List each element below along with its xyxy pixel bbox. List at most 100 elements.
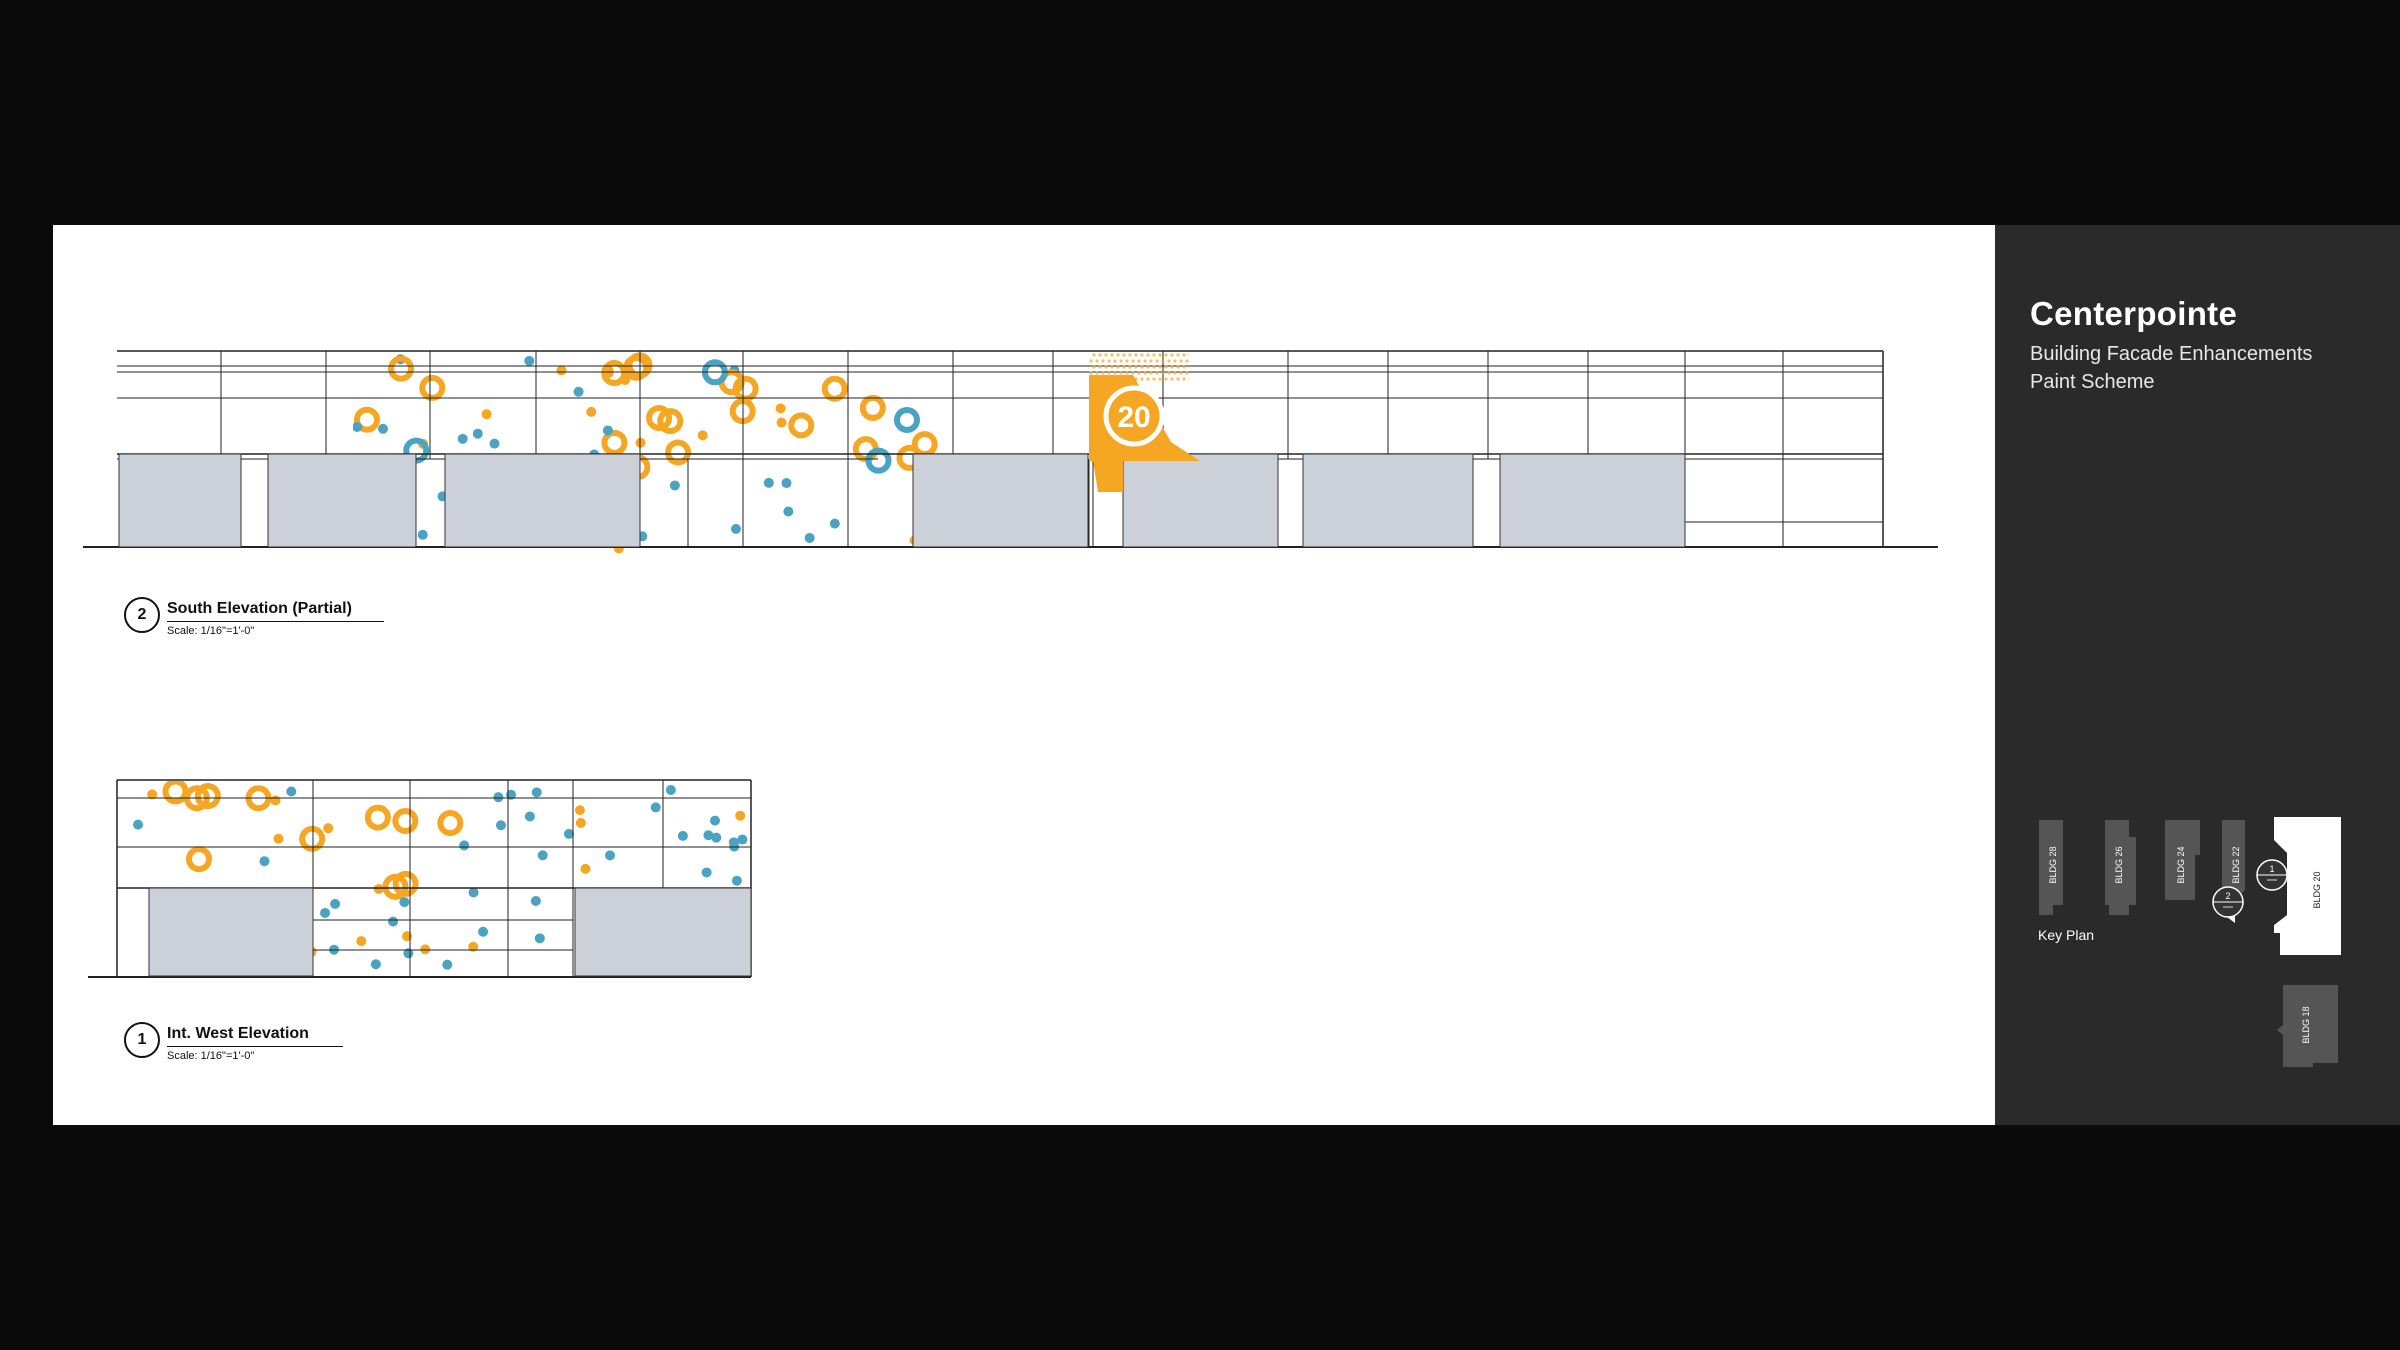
pattern-dot bbox=[472, 428, 483, 439]
halftone-dot bbox=[1188, 353, 1189, 357]
elevation-marker-1: 1 bbox=[2256, 859, 2288, 891]
halftone-dot bbox=[1149, 371, 1153, 375]
pattern-ring bbox=[299, 825, 326, 852]
halftone-dot bbox=[1143, 371, 1147, 375]
drawing-number-badge: 2 bbox=[124, 597, 160, 633]
pattern-dot bbox=[353, 421, 363, 432]
pattern-dot bbox=[635, 437, 646, 448]
pattern-dot bbox=[573, 386, 584, 397]
pattern-dot bbox=[603, 365, 614, 376]
halftone-dot bbox=[1131, 371, 1135, 375]
halftone-dot bbox=[1176, 377, 1180, 381]
pattern-dot bbox=[677, 830, 688, 841]
pattern-dot bbox=[403, 948, 414, 959]
halftone-dot bbox=[1167, 359, 1171, 363]
key-plan-building-label: BLDG 20 bbox=[2312, 871, 2322, 908]
key-plan-building-label: BLDG 22 bbox=[2231, 846, 2241, 883]
pattern-dot bbox=[531, 787, 542, 798]
pattern-dot bbox=[495, 820, 506, 831]
pattern-dot bbox=[563, 828, 574, 839]
halftone-dot bbox=[1158, 365, 1162, 369]
pattern-dot bbox=[330, 898, 341, 909]
pattern-dot bbox=[459, 840, 470, 851]
pattern-dot bbox=[420, 944, 431, 955]
drawing-title: South Elevation (Partial) bbox=[167, 600, 352, 617]
halftone-dot bbox=[1104, 365, 1108, 369]
halftone-dot bbox=[1176, 365, 1180, 369]
pattern-dot bbox=[373, 883, 384, 894]
pattern-dot bbox=[650, 802, 661, 813]
halftone-dot bbox=[1113, 359, 1117, 363]
pattern-dot bbox=[775, 403, 786, 414]
pattern-ring bbox=[186, 846, 213, 873]
key-plan-building-label: BLDG 18 bbox=[2301, 1006, 2311, 1043]
pattern-ring bbox=[353, 406, 380, 433]
halftone-dot bbox=[1107, 359, 1111, 363]
pattern-dot bbox=[783, 506, 794, 517]
drawing-scale: Scale: 1/16"=1'-0" bbox=[167, 625, 255, 637]
halftone-dot bbox=[1176, 353, 1180, 357]
halftone-dot bbox=[1095, 359, 1099, 363]
halftone-dot bbox=[1131, 359, 1135, 363]
pattern-dot bbox=[133, 819, 144, 830]
halftone-dot bbox=[1140, 365, 1144, 369]
storefront-panel bbox=[1499, 453, 1686, 548]
pattern-dot bbox=[530, 895, 541, 906]
halftone-dot bbox=[1089, 371, 1093, 375]
south-elevation-storefront-panels bbox=[118, 453, 1686, 548]
halftone-dot bbox=[1155, 371, 1159, 375]
pattern-dot bbox=[468, 887, 479, 898]
pattern-dot bbox=[556, 365, 567, 376]
pattern-ring bbox=[623, 354, 650, 381]
pattern-dot bbox=[402, 931, 413, 942]
halftone-dot bbox=[1158, 377, 1162, 381]
drawing-title: Int. West Elevation bbox=[167, 1025, 309, 1042]
pattern-ring bbox=[388, 355, 415, 382]
project-subtitle-line2: Paint Scheme bbox=[2030, 371, 2155, 393]
halftone-dot bbox=[1095, 371, 1099, 375]
title-underline bbox=[167, 1046, 343, 1047]
halftone-dot bbox=[1152, 365, 1156, 369]
pattern-ring bbox=[162, 781, 189, 805]
pattern-dot bbox=[259, 856, 270, 867]
halftone-dot bbox=[1164, 353, 1168, 357]
pattern-dot bbox=[574, 805, 585, 816]
pattern-dot bbox=[534, 933, 545, 944]
pattern-dot bbox=[737, 834, 748, 845]
halftone-dot bbox=[1143, 359, 1147, 363]
pattern-dot bbox=[735, 810, 746, 821]
halftone-dot bbox=[1110, 353, 1114, 357]
halftone-dot bbox=[1110, 365, 1114, 369]
halftone-dot bbox=[1149, 359, 1153, 363]
pattern-ring bbox=[732, 375, 759, 402]
halftone-dot bbox=[1188, 377, 1189, 381]
halftone-dot bbox=[1185, 359, 1189, 363]
west-elevation-drawing bbox=[88, 779, 752, 978]
halftone-dot bbox=[1152, 377, 1156, 381]
pattern-dot bbox=[730, 523, 741, 534]
halftone-dot bbox=[1122, 353, 1126, 357]
marker-number: 1 bbox=[2269, 864, 2274, 874]
halftone-dot bbox=[1125, 359, 1129, 363]
halftone-dot bbox=[1173, 371, 1177, 375]
pattern-dot bbox=[537, 850, 548, 861]
halftone-dot bbox=[1128, 353, 1132, 357]
pattern-dot bbox=[478, 926, 489, 937]
pattern-dot bbox=[356, 936, 367, 947]
pattern-dot bbox=[804, 532, 815, 543]
pattern-ring bbox=[392, 870, 419, 897]
pattern-ring bbox=[894, 406, 921, 433]
halftone-dot bbox=[1170, 377, 1174, 381]
halftone-dot bbox=[1134, 353, 1138, 357]
halftone-dot bbox=[1179, 371, 1183, 375]
storefront-panel bbox=[148, 887, 314, 977]
building-number: 20 bbox=[1117, 401, 1150, 434]
pattern-dot bbox=[524, 355, 535, 366]
halftone-dot bbox=[1107, 371, 1111, 375]
project-title: Centerpointe bbox=[2030, 295, 2238, 332]
pattern-ring bbox=[821, 375, 848, 402]
pattern-ring bbox=[788, 412, 815, 439]
pattern-dot bbox=[286, 786, 297, 797]
drawing-number-badge: 1 bbox=[124, 1022, 160, 1058]
west-elevation-dot-pattern bbox=[133, 781, 748, 973]
